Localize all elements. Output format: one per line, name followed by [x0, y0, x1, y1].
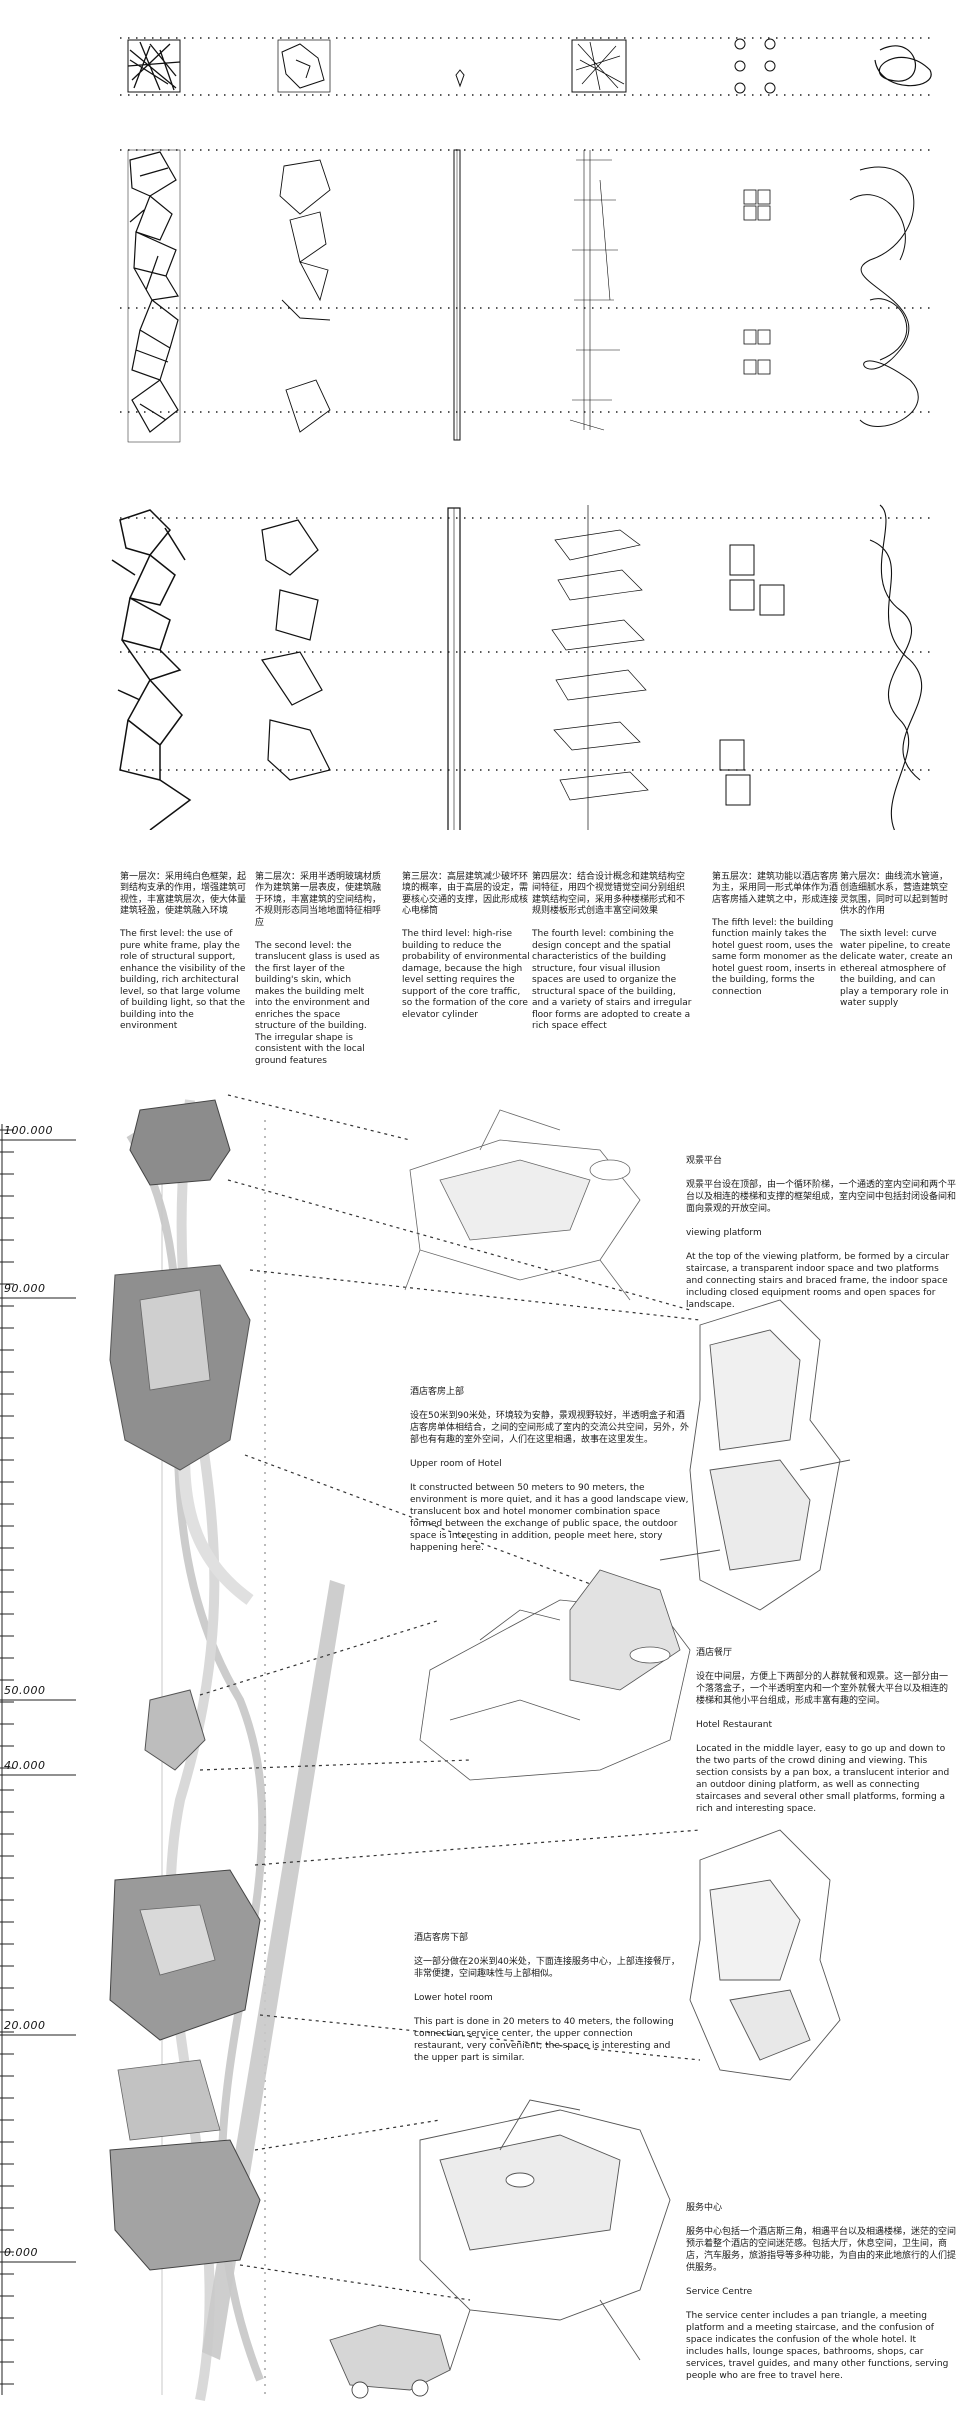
- level-6-en: The sixth level: curve water pipeline, t…: [840, 929, 953, 1008]
- level-1-caption: 第一层次：采用纯白色框架，起到结构支承的作用，增强建筑可视性，丰富建筑层次，使大…: [120, 860, 248, 1044]
- upper-en-text: It constructed between 50 meters to 90 m…: [410, 1483, 689, 1553]
- level-5-zh: 第五层次：建筑功能以酒店客房为主，采用同一形式单体作为酒店客房插入建筑之中，形成…: [712, 871, 839, 905]
- level-1-zh: 第一层次：采用纯白色框架，起到结构支承的作用，增强建筑可视性，丰富建筑层次，使大…: [120, 871, 247, 917]
- height-scale: [0, 1124, 76, 2395]
- upper-room-drawing: [659, 1299, 851, 1611]
- upper-en-title: Upper room of Hotel: [410, 1459, 502, 1469]
- viewing-en-title: viewing platform: [686, 1228, 762, 1238]
- upper-room-note: 酒店客房上部 设在50米到90米处，环境较为安静，景观视野较好，半透明盒子和酒店…: [410, 1374, 690, 1566]
- lower-en-text: This part is done in 20 meters to 40 met…: [414, 2017, 674, 2063]
- restaurant-en-title: Hotel Restaurant: [696, 1720, 772, 1730]
- level-4-en: The fourth level: combining the design c…: [532, 929, 692, 1031]
- lower-en-title: Lower hotel room: [414, 1993, 493, 2003]
- upper-zh-text: 设在50米到90米处，环境较为安静，景观视野较好，半透明盒子和酒店客房单体相结合…: [410, 1411, 690, 1445]
- restaurant-zh-text: 设在中间层，方便上下两部分的人群就餐和观景。这一部分由一个落落盒子，一个半透明室…: [696, 1672, 949, 1706]
- service-zh-title: 服务中心: [686, 2203, 723, 2213]
- lower-zh-title: 酒店客房下部: [414, 1933, 469, 1943]
- elevation-row: [127, 149, 919, 443]
- service-en-title: Service Centre: [686, 2287, 753, 2297]
- level-3-zh: 第三层次：高层建筑减少破坏环境的概率，由于高层的设定，需要核心交通的支撑，因此形…: [402, 871, 529, 917]
- scale-100: 100.000: [4, 1124, 53, 1137]
- leader-lines: [199, 1094, 701, 2301]
- level-4-caption: 第四层次：结合设计概念和建筑结构空间特征，用四个视觉错觉空间分别组织建筑结构空间…: [532, 860, 692, 1044]
- service-en-text: The service center includes a pan triang…: [686, 2311, 949, 2381]
- level-5-caption: 第五层次：建筑功能以酒店客房为主，采用同一形式单体作为酒店客房插入建筑之中，形成…: [712, 860, 840, 1010]
- level-4-zh: 第四层次：结合设计概念和建筑结构空间特征，用四个视觉错觉空间分别组织建筑结构空间…: [532, 871, 686, 917]
- level-6-caption: 第六层次：曲线流水管道，创造细腻水系，营造建筑空灵氛围，同时可以起到暂时供水的作…: [840, 860, 955, 1021]
- service-centre-drawing: [329, 2099, 671, 2399]
- axonometric-row: [111, 504, 923, 830]
- scale-40: 40.000: [4, 1759, 46, 1772]
- viewing-en-text: At the top of the viewing platform, be f…: [686, 1252, 950, 1310]
- lower-zh-text: 这一部分做在20米到40米处，下面连接服务中心，上部连接餐厅，非常便捷，空间趣味…: [414, 1957, 680, 1979]
- level-2-caption: 第二层次：采用半透明玻璃材质作为建筑第一层表皮，使建筑融于环境，丰富建筑的空间结…: [255, 860, 383, 1079]
- layer-diagram: [111, 37, 932, 830]
- restaurant-drawing: [419, 1569, 691, 1781]
- tower-section: [109, 1099, 345, 2401]
- restaurant-zh-title: 酒店餐厅: [696, 1648, 733, 1658]
- plan-row: [127, 38, 932, 94]
- service-centre-note: 服务中心 服务中心包括一个酒店斯三角，相遇平台以及相遇楼梯，迷茫的空间预示着整个…: [686, 2190, 956, 2394]
- lower-room-drawing: [689, 1829, 841, 2081]
- scale-0: 0.000: [4, 2246, 38, 2259]
- restaurant-note: 酒店餐厅 设在中间层，方便上下两部分的人群就餐和观景。这一部分由一个落落盒子，一…: [696, 1635, 954, 1827]
- level-3-en: The third level: high-rise building to r…: [402, 929, 530, 1020]
- restaurant-en-text: Located in the middle layer, easy to go …: [696, 1744, 950, 1814]
- level-3-caption: 第三层次：高层建筑减少破坏环境的概率，由于高层的设定，需要核心交通的支撑，因此形…: [402, 860, 530, 1033]
- viewing-zh-text: 观景平台设在顶部，由一个循环阶梯，一个通透的室内空间和两个平台以及相连的楼梯和支…: [686, 1180, 957, 1214]
- viewing-platform-drawing: [404, 1109, 641, 1301]
- viewing-platform-note: 观景平台 观景平台设在顶部，由一个循环阶梯，一个通透的室内空间和两个平台以及相连…: [686, 1143, 956, 1323]
- level-1-en: The first level: the use of pure white f…: [120, 929, 246, 1031]
- level-6-zh: 第六层次：曲线流水管道，创造细腻水系，营造建筑空灵氛围，同时可以起到暂时供水的作…: [840, 871, 949, 917]
- upper-zh-title: 酒店客房上部: [410, 1387, 465, 1397]
- service-zh-text: 服务中心包括一个酒店斯三角，相遇平台以及相遇楼梯，迷茫的空间预示着整个酒店的空间…: [686, 2227, 957, 2273]
- scale-20: 20.000: [4, 2019, 46, 2032]
- scale-50: 50.000: [4, 1684, 46, 1697]
- viewing-zh-title: 观景平台: [686, 1156, 723, 1166]
- lower-room-note: 酒店客房下部 这一部分做在20米到40米处，下面连接服务中心，上部连接餐厅，非常…: [414, 1920, 684, 2076]
- level-2-en: The second level: the translucent glass …: [255, 940, 380, 1066]
- level-2-zh: 第二层次：采用半透明玻璃材质作为建筑第一层表皮，使建筑融于环境，丰富建筑的空间结…: [255, 871, 382, 928]
- scale-90: 90.000: [4, 1282, 46, 1295]
- level-5-en: The fifth level: the building function m…: [712, 917, 838, 997]
